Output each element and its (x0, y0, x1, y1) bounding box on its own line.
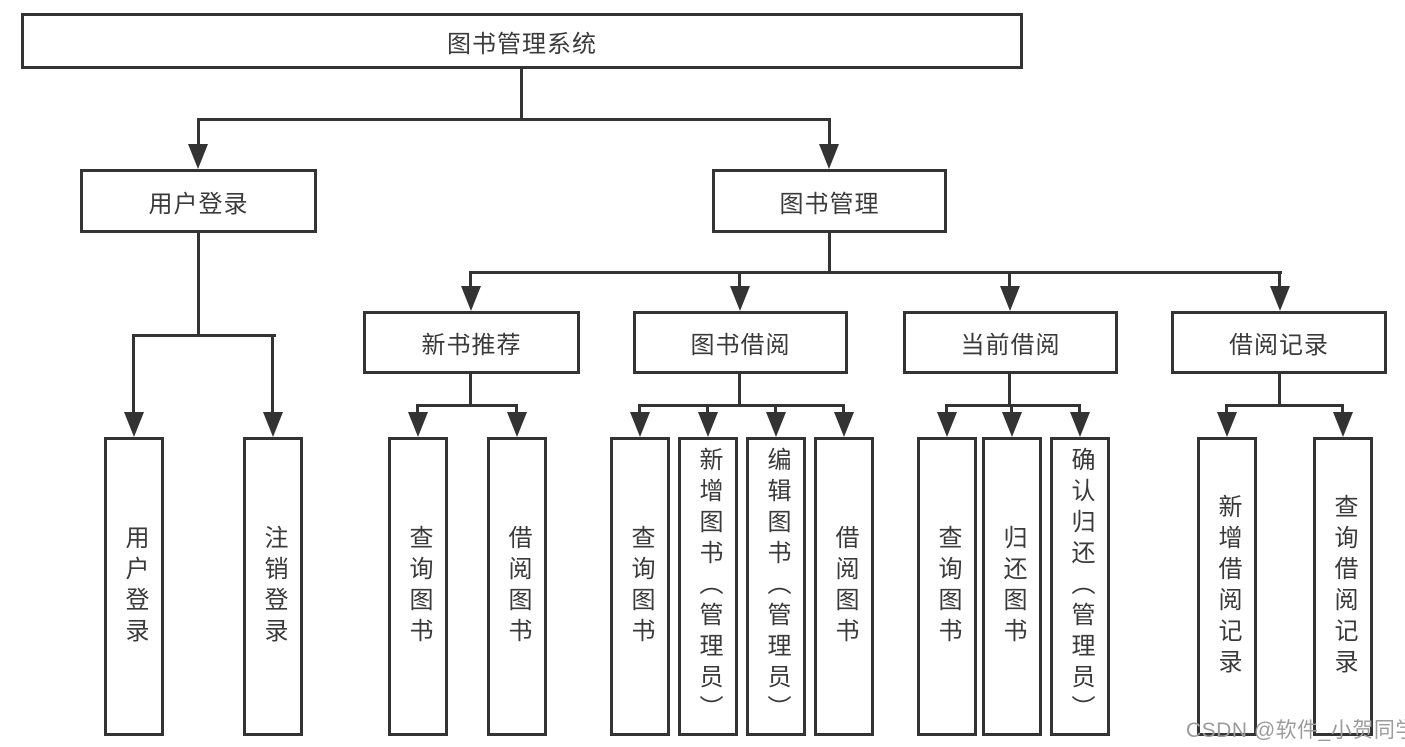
leaf-add-books-admin: 新增图书（管理员） (678, 437, 738, 736)
csdn-watermark: CSDN @软件_小贺同学 (1186, 719, 1405, 742)
arrow-down-icon (1333, 412, 1353, 437)
leaf-query-borrow-record: 查询借阅记录 (1313, 437, 1373, 736)
connector-stem (515, 404, 518, 416)
arrow-down-icon (630, 412, 650, 437)
connector-rail (133, 334, 276, 337)
connector-stem (638, 404, 641, 416)
connector-level2-rail (197, 118, 831, 121)
leaf-label: 归还图书 (999, 524, 1026, 649)
arrow-down-icon (1002, 412, 1022, 437)
connector-rail (639, 404, 845, 407)
node-label: 新书推荐 (421, 332, 522, 359)
leaf-label: 查询借阅记录 (1330, 493, 1357, 680)
connector-stem (1278, 372, 1281, 407)
connector-stem (738, 271, 741, 289)
node-label: 用户登录 (148, 190, 249, 218)
leaf-label: 确认归还（管理员） (1067, 447, 1094, 726)
node-book-management: 图书管理 (712, 169, 947, 233)
leaf-label: 借阅图书 (831, 524, 858, 649)
arrow-down-icon (124, 412, 144, 437)
leaf-label: 编辑图书（管理员） (763, 447, 790, 726)
connector-rail (946, 404, 1081, 407)
arrow-down-icon (1000, 286, 1020, 311)
arrow-down-icon (937, 412, 957, 437)
leaf-return-books: 归还图书 (982, 437, 1042, 736)
node-borrowing-records: 借阅记录 (1171, 311, 1387, 374)
connector-stem (271, 334, 274, 414)
arrow-down-icon (834, 412, 854, 437)
connector-rail (417, 404, 518, 407)
connector-level3-rail (470, 271, 1282, 274)
leaf-label: 注销登录 (260, 524, 287, 649)
connector-stem (1278, 271, 1281, 289)
connector-stem (1225, 404, 1228, 416)
arrow-down-icon (507, 412, 527, 437)
node-label: 借阅记录 (1229, 332, 1329, 359)
arrow-down-icon (1270, 286, 1290, 311)
connector-rail (1226, 404, 1344, 407)
arrow-down-icon (766, 412, 786, 437)
arrow-down-icon (698, 412, 718, 437)
node-label: 图书管理 (779, 190, 880, 218)
arrow-down-icon (408, 412, 428, 437)
leaf-add-borrow-record: 新增借阅记录 (1197, 437, 1257, 736)
arrow-down-icon (263, 412, 283, 437)
leaf-label: 查询图书 (405, 524, 432, 649)
connector-stem (1008, 271, 1011, 289)
leaf-query-books-2: 查询图书 (610, 437, 670, 736)
arrow-down-icon (1070, 412, 1090, 437)
node-user-login: 用户登录 (80, 169, 317, 233)
connector-stem (842, 404, 845, 416)
connector-stem (469, 271, 472, 289)
connector-stem (945, 404, 948, 416)
connector-stem (132, 334, 135, 414)
node-label: 图书借阅 (690, 332, 791, 359)
leaf-label: 查询图书 (627, 524, 654, 649)
arrow-down-icon (1217, 412, 1237, 437)
leaf-label: 用户登录 (121, 524, 148, 649)
node-library-management-system: 图书管理系统 (21, 13, 1023, 69)
arrow-down-icon (188, 144, 208, 169)
connector-stem (469, 372, 472, 407)
leaf-query-books-3: 查询图书 (917, 437, 977, 736)
node-book-borrowing: 图书借阅 (633, 311, 848, 374)
leaf-label: 借阅图书 (504, 524, 531, 649)
connector-stem (1078, 404, 1081, 416)
connector-stem (828, 118, 831, 147)
leaf-label: 查询图书 (934, 524, 961, 649)
arrow-down-icon (819, 144, 839, 169)
node-label: 当前借阅 (960, 332, 1061, 359)
node-current-borrowing: 当前借阅 (903, 311, 1118, 374)
leaf-borrow-books-2: 借阅图书 (814, 437, 874, 736)
leaf-user-login: 用户登录 (104, 437, 164, 736)
connector-stem (706, 404, 709, 416)
leaf-edit-books-admin: 编辑图书（管理员） (746, 437, 806, 736)
node-label: 图书管理系统 (447, 30, 597, 58)
connector-stem (1010, 404, 1013, 416)
leaf-query-books-1: 查询图书 (388, 437, 448, 736)
connector-stem (1008, 372, 1011, 407)
leaf-logout: 注销登录 (243, 437, 303, 736)
connector-stem (828, 231, 831, 274)
connector-root-stem (520, 67, 523, 121)
leaf-label: 新增借阅记录 (1214, 493, 1241, 680)
connector-stem (774, 404, 777, 416)
leaf-confirm-return-admin: 确认归还（管理员） (1050, 437, 1110, 736)
connector-stem (197, 118, 200, 147)
arrow-down-icon (461, 286, 481, 311)
connector-stem (416, 404, 419, 416)
arrow-down-icon (730, 286, 750, 311)
leaf-borrow-books-1: 借阅图书 (487, 437, 547, 736)
connector-stem (1341, 404, 1344, 416)
node-new-book-recommend: 新书推荐 (363, 311, 580, 374)
connector-stem (738, 372, 741, 407)
connector-stem (197, 231, 200, 337)
leaf-label: 新增图书（管理员） (695, 447, 722, 726)
